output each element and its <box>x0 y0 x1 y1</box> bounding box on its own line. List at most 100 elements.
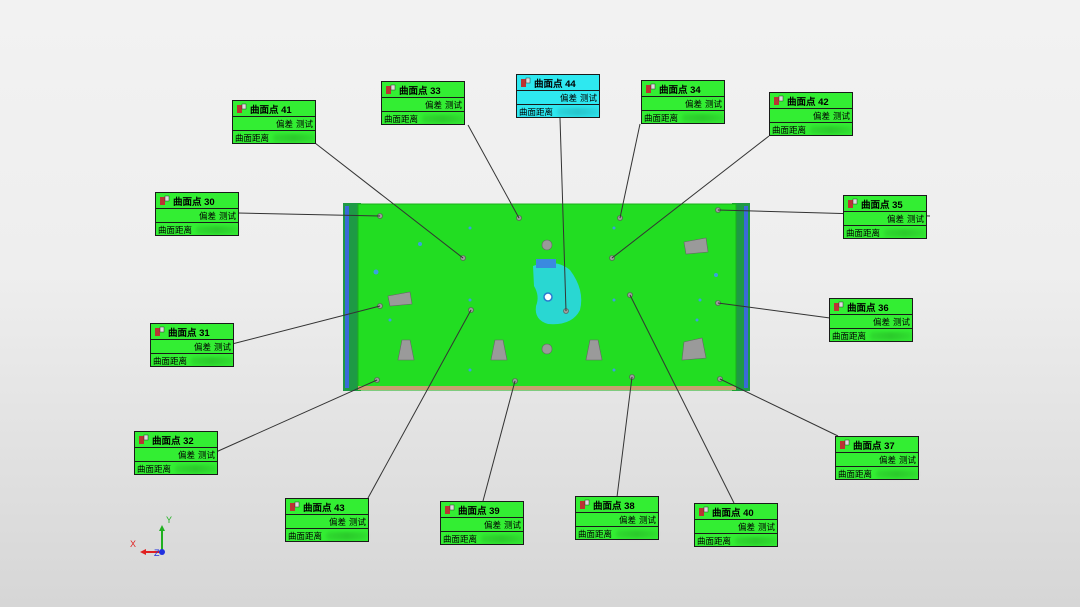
callout-surface-point-41[interactable]: 曲面点 41 偏差测试 曲面距离 <box>232 100 316 144</box>
deviation-label: 偏差 <box>193 341 211 352</box>
deviation-label: 偏差 <box>886 213 904 224</box>
blurred-value <box>175 464 217 473</box>
callout-title: 曲面点 35 <box>861 199 903 211</box>
callout-title: 曲面点 44 <box>534 78 576 90</box>
callout-title: 曲面点 38 <box>593 500 635 512</box>
surface-point-icon <box>773 95 784 106</box>
callout-title: 曲面点 31 <box>168 327 210 339</box>
distance-label: 曲面距离 <box>838 468 873 479</box>
blurred-value <box>196 225 238 234</box>
test-label: 测试 <box>197 449 215 460</box>
deviation-label: 偏差 <box>424 99 442 110</box>
callout-title: 曲面点 42 <box>787 96 829 108</box>
deviation-label: 偏差 <box>737 521 755 532</box>
blurred-value <box>326 531 368 540</box>
blurred-value <box>191 356 233 365</box>
callout-surface-point-44[interactable]: 曲面点 44 偏差测试 曲面距离 <box>516 74 600 118</box>
distance-label: 曲面距离 <box>137 463 172 474</box>
axis-y-label: Y <box>166 515 173 525</box>
surface-point-icon <box>579 499 590 510</box>
distance-label: 曲面距离 <box>288 530 323 541</box>
distance-label: 曲面距离 <box>235 132 270 143</box>
test-label: 测试 <box>503 519 521 530</box>
surface-point-icon <box>833 301 844 312</box>
distance-label: 曲面距离 <box>158 224 193 235</box>
deviation-label: 偏差 <box>559 92 577 103</box>
callout-title: 曲面点 32 <box>152 435 194 447</box>
callout-surface-point-37[interactable]: 曲面点 37 偏差测试 曲面距离 <box>835 436 919 480</box>
callout-surface-point-43[interactable]: 曲面点 43 偏差测试 曲面距离 <box>285 498 369 542</box>
blurred-value <box>682 113 724 122</box>
distance-label: 曲面距离 <box>443 533 478 544</box>
distance-label: 曲面距离 <box>832 330 867 341</box>
surface-point-icon <box>236 103 247 114</box>
plate-holes <box>373 226 718 372</box>
callout-title: 曲面点 33 <box>399 85 441 97</box>
callout-title: 曲面点 39 <box>458 505 500 517</box>
deviation-label: 偏差 <box>483 519 501 530</box>
blurred-value <box>884 228 926 237</box>
blurred-value <box>735 536 777 545</box>
test-label: 测试 <box>579 92 597 103</box>
distance-label: 曲面距离 <box>772 124 807 135</box>
test-label: 测试 <box>213 341 231 352</box>
test-label: 测试 <box>757 521 775 532</box>
callout-surface-point-40[interactable]: 曲面点 40 偏差测试 曲面距离 <box>694 503 778 547</box>
callout-title: 曲面点 30 <box>173 196 215 208</box>
callout-surface-point-31[interactable]: 曲面点 31 偏差测试 曲面距离 <box>150 323 234 367</box>
deviation-label: 偏差 <box>684 98 702 109</box>
surface-point-icon <box>159 195 170 206</box>
test-label: 测试 <box>295 118 313 129</box>
distance-label: 曲面距离 <box>697 535 732 546</box>
blurred-value <box>810 125 852 134</box>
deviation-label: 偏差 <box>328 516 346 527</box>
blurred-value <box>557 107 599 116</box>
distance-label: 曲面距离 <box>578 528 613 539</box>
axis-x-label: X <box>130 539 137 549</box>
deviation-label: 偏差 <box>618 514 636 525</box>
test-label: 测试 <box>638 514 656 525</box>
surface-point-icon <box>289 501 300 512</box>
callout-title: 曲面点 43 <box>303 502 345 514</box>
surface-point-icon <box>385 84 396 95</box>
callout-title: 曲面点 36 <box>847 302 889 314</box>
deviation-label: 偏差 <box>878 454 896 465</box>
deviation-region <box>533 262 582 325</box>
distance-label: 曲面距离 <box>644 112 679 123</box>
surface-point-icon <box>520 77 531 88</box>
callout-surface-point-39[interactable]: 曲面点 39 偏差测试 曲面距离 <box>440 501 524 545</box>
surface-point-icon <box>698 506 709 517</box>
callout-surface-point-34[interactable]: 曲面点 34 偏差测试 曲面距离 <box>641 80 725 124</box>
distance-label: 曲面距离 <box>153 355 188 366</box>
blurred-value <box>422 114 464 123</box>
distance-label: 曲面距离 <box>384 113 419 124</box>
test-label: 测试 <box>704 98 722 109</box>
callout-surface-point-32[interactable]: 曲面点 32 偏差测试 曲面距离 <box>134 431 218 475</box>
axis-triad: Y X Z <box>130 515 178 559</box>
callout-surface-point-42[interactable]: 曲面点 42 偏差测试 曲面距离 <box>769 92 853 136</box>
test-label: 测试 <box>218 210 236 221</box>
callout-surface-point-30[interactable]: 曲面点 30 偏差测试 曲面距离 <box>155 192 239 236</box>
test-label: 测试 <box>898 454 916 465</box>
test-label: 测试 <box>348 516 366 527</box>
axis-z-label: Z <box>154 548 160 558</box>
deviation-label: 偏差 <box>275 118 293 129</box>
callout-surface-point-33[interactable]: 曲面点 33 偏差测试 曲面距离 <box>381 81 465 125</box>
blurred-value <box>616 529 658 538</box>
distance-label: 曲面距离 <box>519 106 554 117</box>
surface-point-icon <box>839 439 850 450</box>
callout-surface-point-38[interactable]: 曲面点 38 偏差测试 曲面距离 <box>575 496 659 540</box>
callout-surface-point-36[interactable]: 曲面点 36 偏差测试 曲面距离 <box>829 298 913 342</box>
callout-surface-point-35[interactable]: 曲面点 35 偏差测试 曲面距离 <box>843 195 927 239</box>
callout-title: 曲面点 37 <box>853 440 895 452</box>
distance-label: 曲面距离 <box>846 227 881 238</box>
test-label: 测试 <box>832 110 850 121</box>
deviation-label: 偏差 <box>872 316 890 327</box>
deviation-label: 偏差 <box>198 210 216 221</box>
callout-title: 曲面点 34 <box>659 84 701 96</box>
test-label: 测试 <box>444 99 462 110</box>
surface-point-icon <box>847 198 858 209</box>
